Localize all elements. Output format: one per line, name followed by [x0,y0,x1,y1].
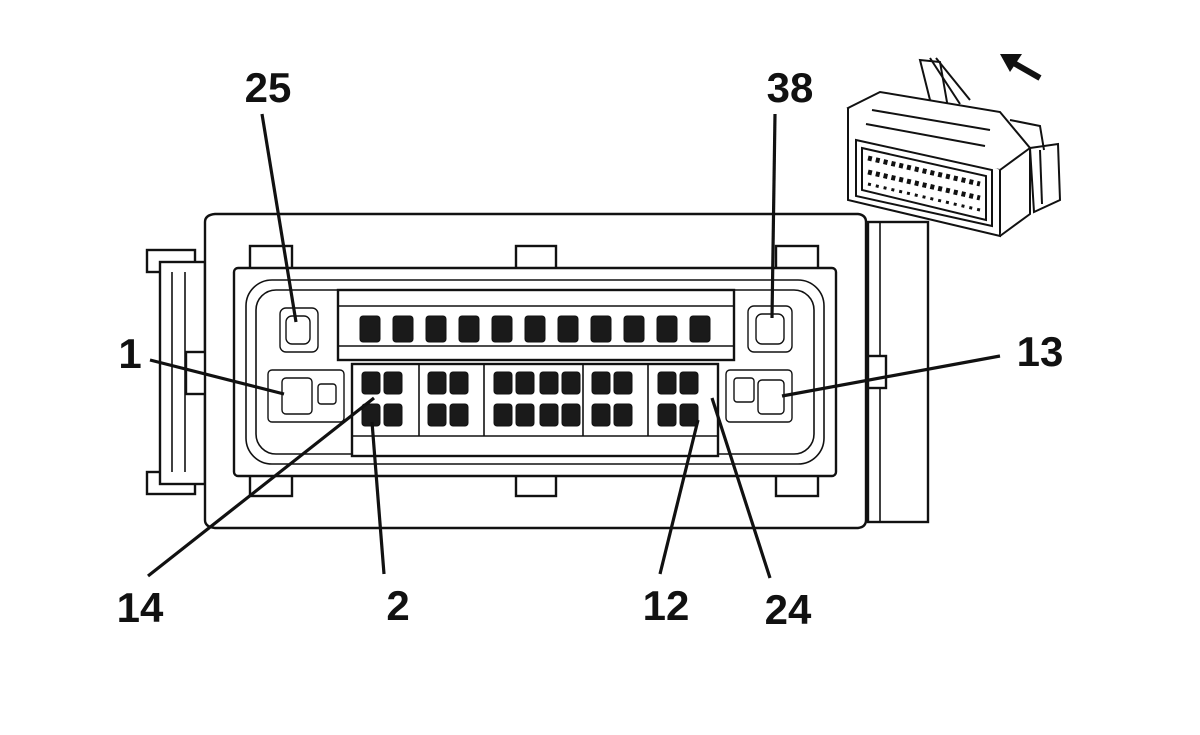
leader-38 [770,113,777,319]
label-pin-2: 2 [386,582,409,629]
bottom-row-channel [350,362,720,458]
label-pin-14: 14 [117,584,164,631]
leader-1 [149,358,285,396]
pin-labels: 25 38 1 13 14 2 12 24 [117,64,1064,633]
leader-14 [147,396,375,578]
leader-25 [260,113,298,323]
label-pin-38: 38 [767,64,814,111]
label-pin-24: 24 [765,586,812,633]
leader-24 [710,397,772,579]
leader-2 [370,421,386,575]
leader-13 [781,354,1001,398]
label-pin-1: 1 [118,330,141,377]
connector-face [145,212,930,530]
label-pin-13: 13 [1017,328,1064,375]
top-pin-row [359,315,711,343]
leader-lines [147,113,1001,579]
arrow-up-left-icon [1000,54,1042,81]
label-pin-25: 25 [245,64,292,111]
connector-isometric-inset [846,57,1062,238]
leader-12 [658,419,700,575]
label-pin-12: 12 [643,582,690,629]
bottom-pin-row [361,371,699,427]
